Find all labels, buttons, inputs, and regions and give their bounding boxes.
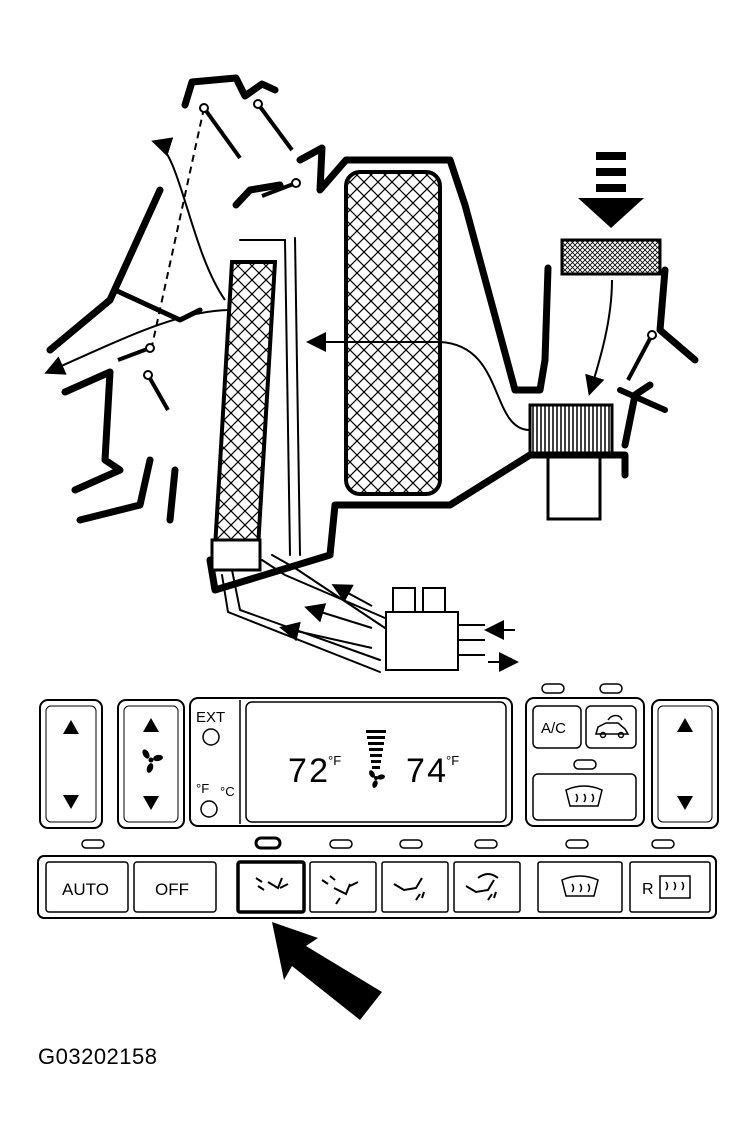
fan-icon bbox=[142, 749, 163, 773]
floor-defrost-icon bbox=[465, 873, 499, 901]
air-inlet-filter bbox=[560, 238, 662, 276]
recirc-button[interactable] bbox=[585, 705, 637, 749]
off-label: OFF bbox=[155, 880, 189, 899]
blower-motor bbox=[528, 403, 614, 521]
defrost-icon bbox=[565, 785, 603, 807]
defrost-mode-button[interactable] bbox=[537, 861, 623, 913]
down-arrow-icon[interactable] bbox=[677, 796, 693, 810]
evaporator-core bbox=[344, 170, 442, 496]
rear-defrost-icon bbox=[659, 875, 691, 899]
auto-button[interactable] bbox=[45, 861, 129, 913]
left-temp-unit: °F bbox=[328, 753, 341, 768]
blend-doors bbox=[117, 99, 657, 411]
panel-vent-icon bbox=[255, 877, 289, 891]
ext-label: EXT bbox=[196, 709, 225, 726]
figure-id: G03202158 bbox=[38, 1044, 158, 1069]
panel-floor-mode-button[interactable] bbox=[309, 861, 377, 913]
floor-icon bbox=[393, 877, 425, 901]
celsius-label: °C bbox=[220, 784, 235, 799]
recirculation-icon bbox=[595, 714, 630, 739]
panel-mode-button[interactable] bbox=[236, 860, 306, 914]
right-temp-unit: °F bbox=[446, 753, 459, 768]
airflow-arrows bbox=[44, 137, 613, 672]
unit-toggle-button[interactable] bbox=[200, 800, 218, 818]
heater-core bbox=[210, 260, 278, 572]
heater-control-valve bbox=[385, 587, 485, 671]
ac-button[interactable] bbox=[532, 705, 582, 749]
defrost-icon bbox=[561, 875, 599, 897]
front-defrost-max-button[interactable] bbox=[532, 773, 637, 821]
rear-label: R bbox=[642, 881, 654, 898]
down-arrow-icon[interactable] bbox=[143, 796, 159, 810]
bilevel-icon bbox=[321, 875, 359, 905]
up-arrow-icon[interactable] bbox=[143, 718, 159, 732]
defrost-indicator-lamp bbox=[573, 759, 597, 770]
rear-defrost-button[interactable] bbox=[629, 861, 711, 913]
ac-indicator-lamps bbox=[541, 683, 623, 694]
floor-defrost-mode-button[interactable] bbox=[453, 861, 521, 913]
ext-temp-button[interactable] bbox=[202, 728, 220, 746]
floor-mode-button[interactable] bbox=[381, 861, 449, 913]
fan-speed-control[interactable] bbox=[117, 699, 185, 829]
off-button[interactable] bbox=[133, 861, 217, 913]
fresh-air-arrow-icon bbox=[578, 152, 644, 228]
fahrenheit-label: °F bbox=[196, 781, 209, 796]
right-temp-control[interactable] bbox=[651, 699, 719, 829]
down-arrow-icon[interactable] bbox=[63, 795, 79, 809]
pointer-arrow-icon bbox=[272, 922, 382, 1020]
display-module bbox=[189, 697, 513, 827]
auto-label: AUTO bbox=[62, 880, 109, 899]
up-arrow-icon[interactable] bbox=[63, 720, 79, 734]
ac-label: A/C bbox=[541, 720, 566, 737]
fan-speed-bars bbox=[366, 730, 386, 769]
mode-indicator-lamps bbox=[81, 836, 675, 850]
fan-icon bbox=[369, 770, 385, 788]
up-arrow-icon[interactable] bbox=[677, 718, 693, 732]
left-temp-control[interactable] bbox=[39, 699, 103, 829]
